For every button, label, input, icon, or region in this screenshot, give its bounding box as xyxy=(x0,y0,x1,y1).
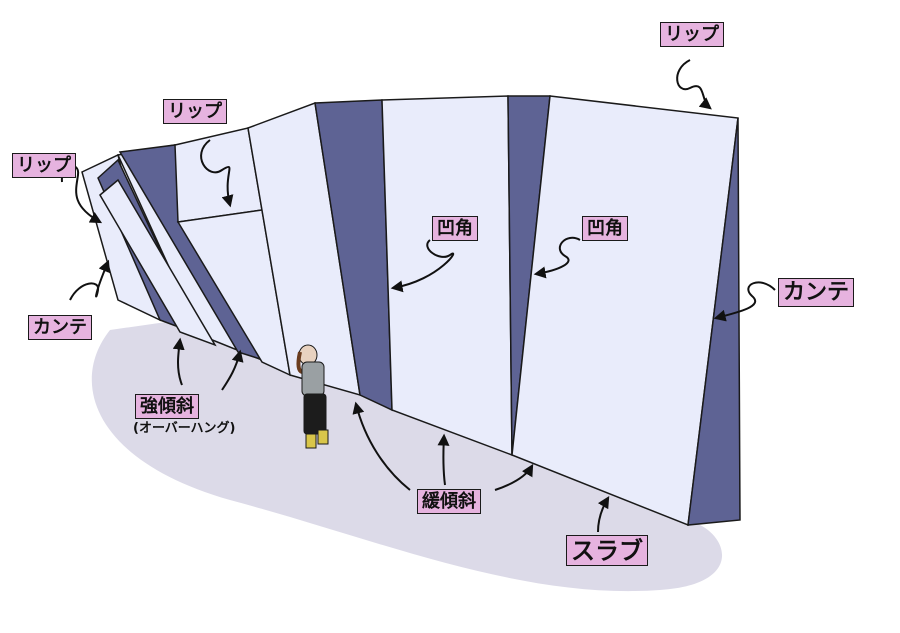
wall-panel-lip-mid xyxy=(174,127,263,223)
label-strong-incline-sub: (オーバーハング) xyxy=(133,421,236,436)
arrow-gentle-1 xyxy=(352,401,411,491)
label-lip-left: リップ xyxy=(12,153,76,178)
arrow-strong-2 xyxy=(221,349,244,391)
arrow-kante-right xyxy=(713,281,776,322)
arrow-lip-mid xyxy=(200,139,234,208)
label-lip-right: リップ xyxy=(660,22,724,47)
label-kante-right: カンテ xyxy=(778,278,855,307)
label-lip-mid: リップ xyxy=(163,99,227,124)
label-concave-2: 凹角 xyxy=(582,216,628,241)
arrow-slab xyxy=(597,495,610,533)
label-slab: スラブ xyxy=(566,535,648,566)
arrow-gentle-2 xyxy=(437,433,450,486)
arrow-kante-left xyxy=(69,259,110,301)
label-strong-incline: 強傾斜 xyxy=(135,394,199,419)
wall-panel-kante-shade xyxy=(687,117,741,526)
arrow-concave-1 xyxy=(390,239,455,293)
arrow-concave-2 xyxy=(533,237,581,279)
arrow-lip-right xyxy=(676,59,712,110)
arrow-strong-1 xyxy=(172,337,185,386)
arrow-gentle-3 xyxy=(494,463,534,491)
label-concave-1: 凹角 xyxy=(432,216,478,241)
label-kante-left: カンテ xyxy=(28,315,92,340)
label-gentle-incline: 緩傾斜 xyxy=(417,489,481,514)
climber-figure xyxy=(296,344,329,449)
wall-panel-center-2 xyxy=(381,95,513,457)
floor-shadow xyxy=(91,320,723,592)
wall-panel-overhang-3 xyxy=(99,178,217,347)
